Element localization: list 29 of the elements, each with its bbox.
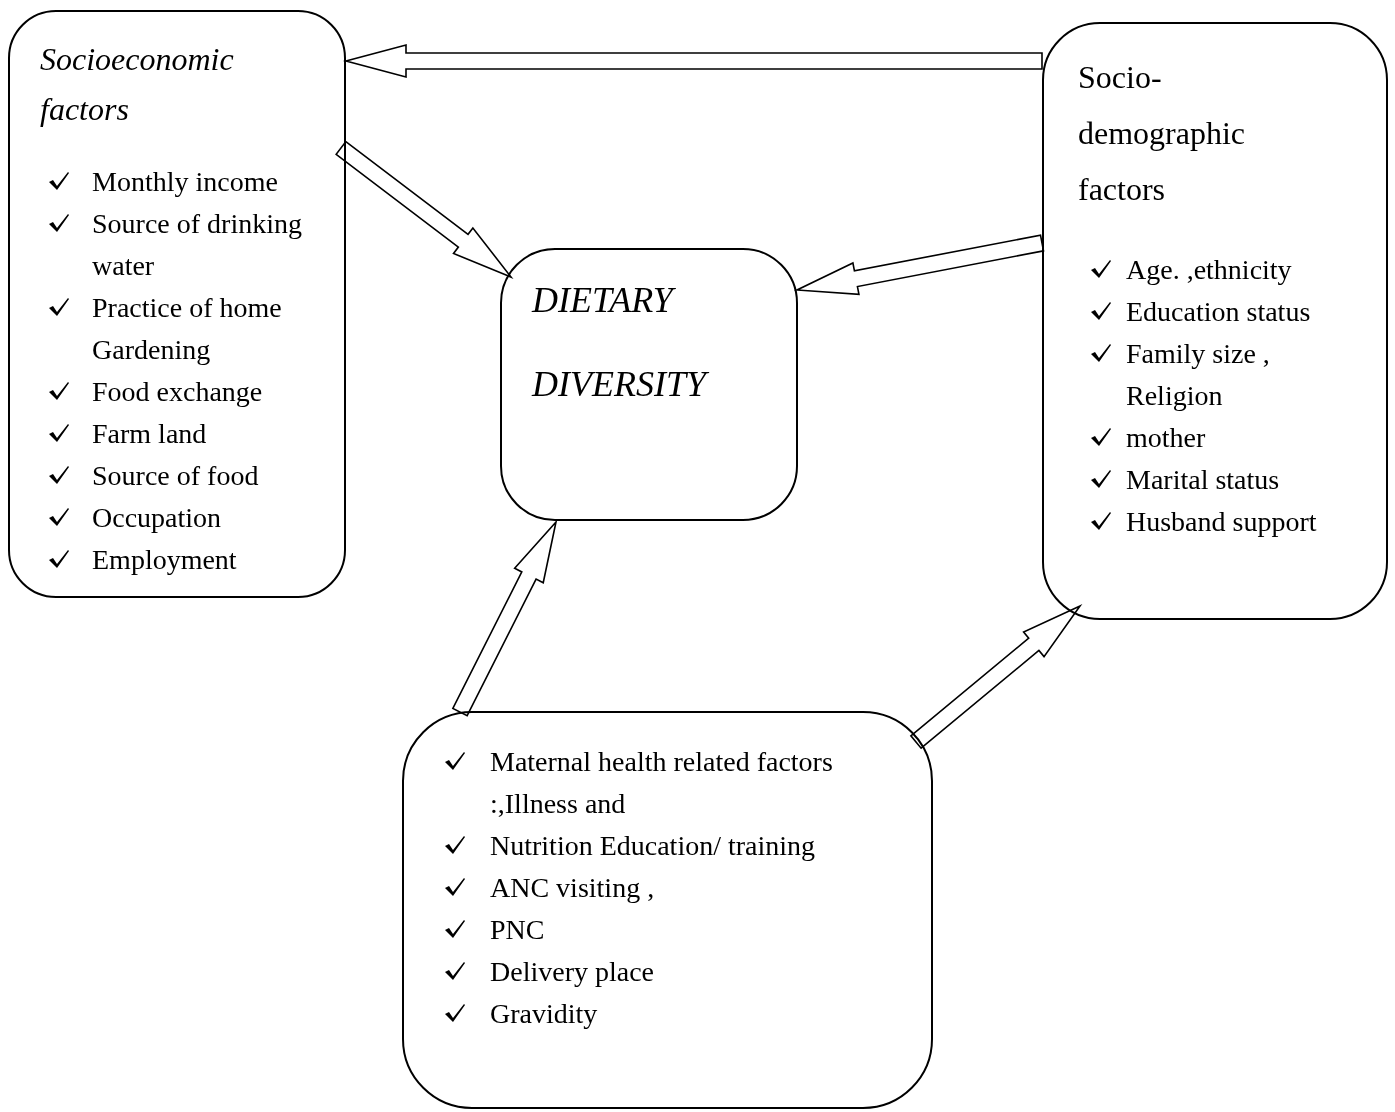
list-item-text: Maternal health related factors :,Illness and xyxy=(490,745,834,821)
list-item-text: Delivery place xyxy=(490,955,656,989)
list-item-text: Practice of home Gardening xyxy=(92,291,283,367)
block-arrow xyxy=(451,519,558,717)
list-item-text: Marital status xyxy=(1126,463,1281,497)
list-item-text: Farm land xyxy=(92,417,208,451)
list-item-text: Source of food xyxy=(92,459,260,493)
list-item-text: mother xyxy=(1126,421,1207,455)
list-item-text: Nutrition Education/ training xyxy=(490,829,817,863)
rounded-box xyxy=(1042,22,1388,620)
rounded-box xyxy=(8,10,346,598)
list-item-text: Education status xyxy=(1126,295,1312,329)
rounded-box xyxy=(500,248,798,521)
box-heading: DIETARY DIVERSITY xyxy=(532,258,792,426)
box-heading: Socio-demographic factors xyxy=(1078,58,1247,209)
block-arrow xyxy=(909,604,1083,750)
list-item-text: Husband support xyxy=(1126,505,1318,539)
list-item-text: Occupation xyxy=(92,501,223,535)
list-item-text: Employment xyxy=(92,543,238,577)
block-arrow xyxy=(335,140,514,279)
list-item-text: Source of drinking water xyxy=(92,207,303,283)
list-item-text: Gravidity xyxy=(490,997,599,1031)
list-item-text: Food exchange xyxy=(92,375,264,409)
rounded-box xyxy=(402,711,933,1109)
list-item-text: Age. ,ethnicity xyxy=(1126,253,1293,287)
list-item-text: Monthly income xyxy=(92,165,279,199)
box-heading: Socioeconomic factors xyxy=(40,40,235,129)
list-item-text: ANC visiting , xyxy=(490,871,656,905)
list-item-text: PNC xyxy=(490,913,546,947)
